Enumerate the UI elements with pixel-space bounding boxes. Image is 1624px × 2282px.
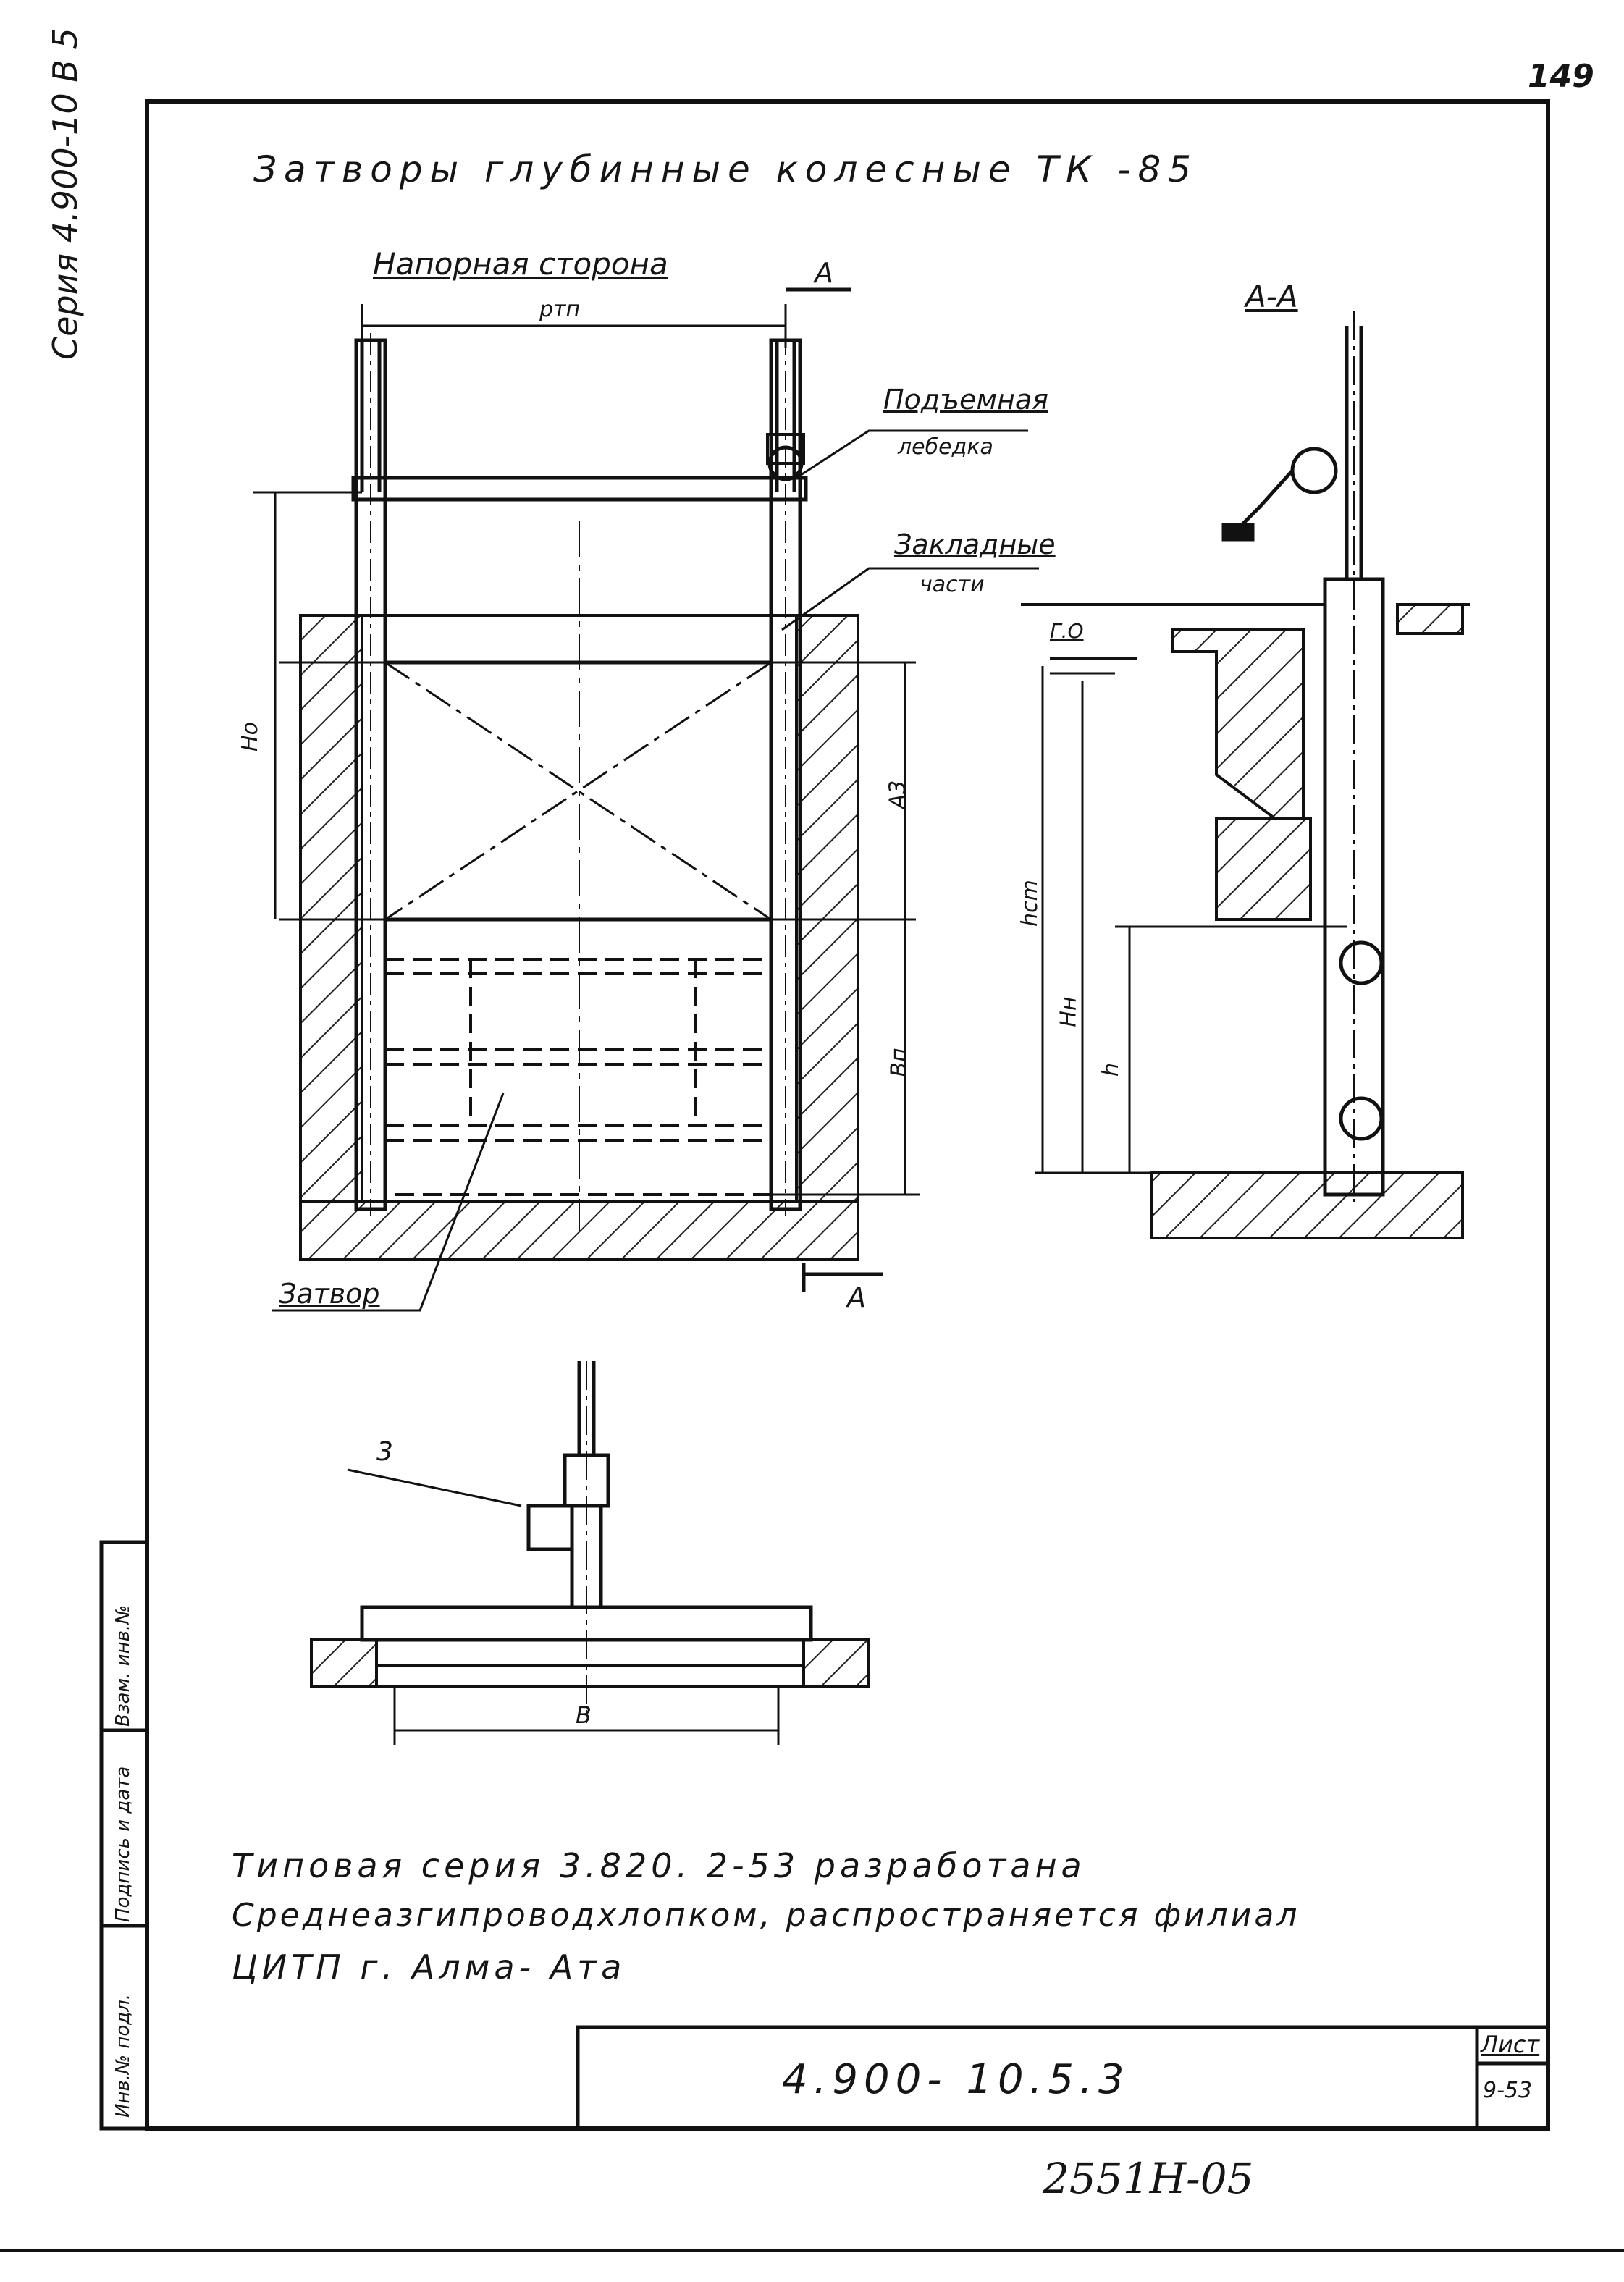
- item-3-label: 3: [376, 1437, 393, 1467]
- left-wall: [299, 614, 363, 1203]
- lifting-winch-label-1: Подъемная: [883, 384, 1048, 416]
- dim-hcm-label: hcm: [1017, 880, 1043, 927]
- section-top-right: [1396, 603, 1464, 635]
- stamp-col-2: Подпись и дата: [112, 1766, 134, 1922]
- note-line-2: Среднеазгипроводхлопком, распространяетс…: [232, 1897, 1300, 1934]
- section-a-a-label: А-А: [1245, 279, 1298, 314]
- width-b-label: В: [576, 1701, 592, 1729]
- embedded-parts-label-1: Закладные: [894, 529, 1056, 560]
- section-sloped-block: [1215, 817, 1312, 921]
- drawing-title: Затворы глубинные колесные ТК -85: [253, 148, 1199, 190]
- gate-label: Затвор: [279, 1278, 380, 1310]
- water-level-label: Г.О: [1050, 619, 1084, 643]
- sheet-label: Лист: [1481, 2031, 1540, 2058]
- section-shaft: [1323, 577, 1385, 1197]
- right-wall: [795, 614, 859, 1203]
- embedded-parts-label-2: части: [920, 572, 985, 597]
- section-marker-bottom: А: [847, 1281, 866, 1313]
- lowered-gate: [384, 918, 773, 1196]
- lifting-winch-label-2: лебедка: [898, 434, 993, 460]
- dim-a3-label: А3: [885, 780, 911, 809]
- span-label: ртп: [539, 297, 581, 322]
- handwritten-number: 2551Н-05: [1043, 2154, 1254, 2203]
- note-line-3: ЦИТП г. Алма- Ата: [232, 1948, 626, 1987]
- section-marker-top: А: [815, 257, 833, 289]
- title-block: [576, 2025, 1550, 2131]
- hoist-beam: [351, 476, 808, 502]
- dim-bn-label: Вп: [886, 1048, 912, 1077]
- stamp-strip: [99, 1540, 149, 2131]
- plan-detail: [310, 1361, 870, 1745]
- designation: 4.900- 10.5.3: [782, 2056, 1130, 2103]
- note-line-1: Типовая серия 3.820. 2-53 разработана: [232, 1846, 1086, 1885]
- dim-hn-label: Нн: [1056, 996, 1082, 1027]
- page-number: 149: [1528, 58, 1594, 95]
- section-a-a: [1021, 311, 1470, 1239]
- dim-h-label: h: [1098, 1062, 1124, 1077]
- upstream-view: [253, 287, 1039, 1312]
- dim-ho-label: Но: [237, 722, 263, 751]
- upstream-view-label: Напорная сторона: [373, 246, 668, 282]
- sheet-number: 9-53: [1483, 2078, 1533, 2103]
- stamp-col-3: Взам. инв.№: [112, 1604, 134, 1727]
- section-upper-body: [1171, 628, 1305, 820]
- section-bottom: [1150, 1171, 1464, 1239]
- stamp-col-1: Инв.№ подл.: [112, 1993, 134, 2118]
